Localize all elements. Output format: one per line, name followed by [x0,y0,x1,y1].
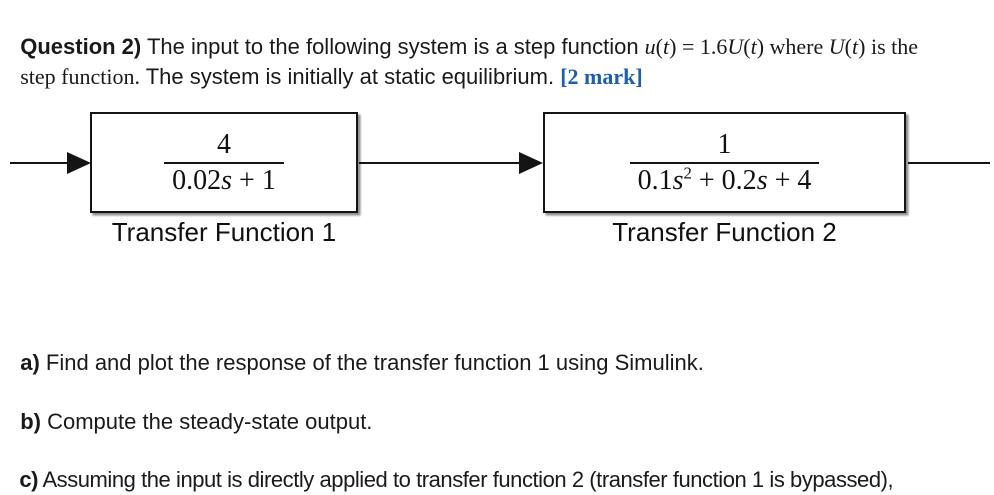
marks-badge: [2 mark] [560,64,643,89]
tf1-denominator: 0.02s + 1 [164,161,284,196]
question-line-1: Question 2) The input to the following s… [8,2,918,62]
input-wire [10,162,68,164]
input-equation: u(t) = 1.6U(t) [644,34,765,59]
item-c: c) Assuming the input is directly applie… [8,435,893,495]
question-text-sans: The input to the following system is a s… [141,34,645,59]
question-line-2: step function. The system is initially a… [8,32,643,92]
transfer-function-1-fraction: 4 0.02s + 1 [164,129,284,196]
item-b-text: Compute the steady-state output. [41,409,373,434]
tf2-numerator: 1 [717,129,732,161]
transfer-function-1-label: Transfer Function 1 [111,217,337,247]
question-text-sans-2: The system is initially at static equili… [140,64,561,89]
question-number: Question 2) [20,34,142,59]
tf2-denominator: 0.1s2 + 0.2s + 4 [629,161,820,196]
item-a-prefix: a) [20,350,40,375]
connector-arrowhead-icon [519,152,543,174]
item-a-text: Find and plot the response of the transf… [39,350,704,375]
item-a: a) Find and plot the response of the tra… [8,318,704,378]
transfer-function-2-block: 1 0.1s2 + 0.2s + 4 [543,112,906,213]
input-arrowhead-icon [67,152,91,174]
transfer-function-2-label: Transfer Function 2 [612,217,837,247]
connector-wire [359,162,520,164]
transfer-function-1-block: 4 0.02s + 1 [90,112,358,213]
output-wire [908,162,990,164]
tf1-numerator: 4 [216,129,231,161]
question-text-serif: where U(t) is the [764,34,919,59]
item-b-prefix: b) [20,409,41,434]
item-b: b) Compute the steady-state output. [8,377,372,437]
question-text-serif-2: step function. [20,64,140,89]
document-page: { "colors": { "text": "#1a1a1a", "marks_… [8,2,990,492]
transfer-function-2-fraction: 1 0.1s2 + 0.2s + 4 [629,129,820,196]
